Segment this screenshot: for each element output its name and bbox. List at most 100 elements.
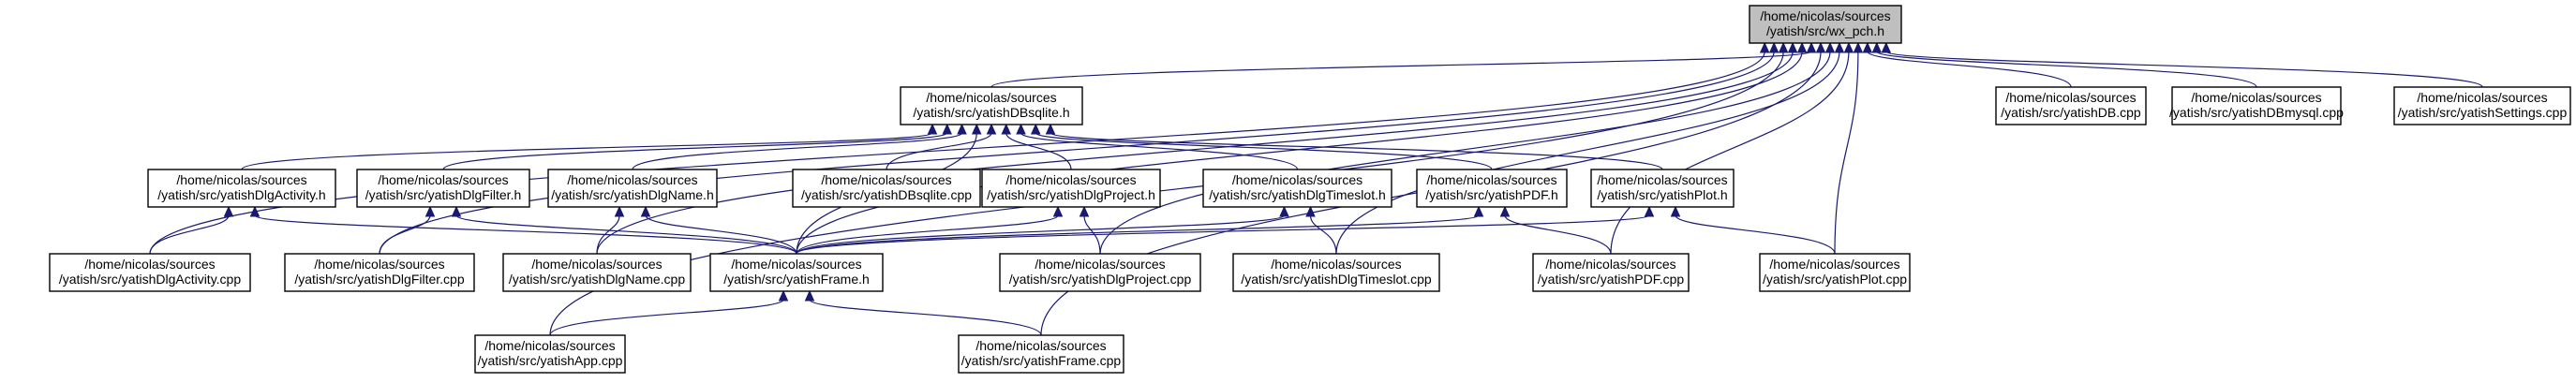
- arrow-head: [1853, 41, 1864, 53]
- file-box: [792, 169, 981, 208]
- file-box: [356, 169, 530, 208]
- file-path-name: /yatish/src/yatishFrame.cpp: [961, 353, 1122, 368]
- arrow-head: [1787, 41, 1798, 53]
- arrow-head: [1079, 205, 1090, 217]
- arrow-head: [640, 205, 651, 217]
- arrow-head: [1768, 41, 1779, 53]
- dependency-edges: [149, 41, 2483, 336]
- arrow-head: [614, 205, 625, 217]
- file-node[interactable]: /home/nicolas/sources/yatish/src/yatishP…: [1759, 253, 1911, 292]
- arrow-head: [249, 205, 261, 217]
- file-box: [1202, 169, 1392, 208]
- file-node[interactable]: /home/nicolas/sources/yatish/src/yatishP…: [1416, 169, 1568, 208]
- arrow-head: [1670, 205, 1681, 217]
- file-node[interactable]: /home/nicolas/sources/yatish/src/yatishD…: [900, 86, 1083, 125]
- file-path-name: /yatish/src/yatishDlgName.h: [551, 187, 714, 202]
- file-path-dir: /home/nicolas/sources: [1426, 172, 1556, 187]
- file-node[interactable]: /home/nicolas/sources/yatish/src/yatishD…: [284, 253, 475, 292]
- arrow-head: [1871, 41, 1883, 53]
- file-box: [49, 253, 251, 292]
- file-node[interactable]: /home/nicolas/sources/yatish/src/yatishD…: [1995, 86, 2147, 125]
- arrow-head: [1045, 123, 1056, 135]
- file-box: [958, 334, 1124, 374]
- file-node[interactable]: /home/nicolas/sources/yatish/src/yatishD…: [1202, 169, 1392, 208]
- file-path-name: /yatish/src/yatishDBsqlite.h: [913, 105, 1069, 120]
- file-node[interactable]: /home/nicolas/sources/yatish/src/yatishP…: [1590, 169, 1735, 208]
- file-path-dir: /home/nicolas/sources: [378, 172, 508, 187]
- include-edge: [632, 132, 963, 170]
- arrow-head: [986, 123, 997, 135]
- arrow-head: [1815, 41, 1826, 53]
- arrow-head: [1824, 41, 1836, 53]
- file-box: [284, 253, 475, 292]
- include-edge: [1834, 51, 1859, 255]
- file-path-dir: /home/nicolas/sources: [1769, 257, 1899, 272]
- arrow-head: [1881, 41, 1892, 53]
- include-edge: [886, 132, 992, 170]
- file-node[interactable]: /home/nicolas/sources/yatish/src/yatishS…: [2393, 86, 2571, 125]
- file-path-dir: /home/nicolas/sources: [567, 172, 697, 187]
- file-path-dir: /home/nicolas/sources: [1271, 257, 1401, 272]
- root-file-box: [1749, 5, 1902, 44]
- file-path-dir: /home/nicolas/sources: [821, 172, 951, 187]
- file-path-dir: /home/nicolas/sources: [2191, 90, 2321, 105]
- file-path-name: /yatish/src/yatishDlgTimeslot.h: [1209, 187, 1386, 202]
- file-box: [981, 169, 1161, 208]
- file-path-dir: /home/nicolas/sources: [84, 257, 215, 272]
- arrow-head: [1052, 205, 1064, 217]
- file-node[interactable]: /home/nicolas/sources/yatish/src/yatishD…: [356, 169, 530, 208]
- file-path-dir: /home/nicolas/sources: [1545, 257, 1675, 272]
- file-path-name: /yatish/src/yatishDlgActivity.h: [157, 187, 325, 202]
- arrow-head: [451, 205, 462, 217]
- include-edge: [1083, 214, 1101, 255]
- file-node[interactable]: /home/nicolas/sources/yatish/src/yatishD…: [547, 169, 718, 208]
- arrow-head: [1796, 41, 1808, 53]
- file-path-dir: /home/nicolas/sources: [731, 257, 861, 272]
- arrow-head: [1473, 205, 1484, 217]
- file-box: [547, 169, 718, 208]
- file-box: [1995, 86, 2147, 125]
- file-node[interactable]: /home/nicolas/sources/yatish/src/yatishP…: [1532, 253, 1690, 292]
- file-path-dir: /home/nicolas/sources: [1035, 257, 1165, 272]
- file-node[interactable]: /home/nicolas/sources/yatish/src/yatishD…: [981, 169, 1161, 208]
- file-path-name: /yatish/src/yatishDlgName.cpp: [509, 272, 686, 287]
- arrow-head: [1778, 41, 1789, 53]
- include-edge: [1504, 214, 1612, 255]
- file-box: [2171, 86, 2342, 125]
- include-edge: [796, 214, 1480, 255]
- file-node[interactable]: /home/nicolas/sources/yatish/src/yatishD…: [792, 169, 981, 208]
- file-path-name: /yatish/src/yatishPlot.cpp: [1763, 272, 1907, 287]
- include-edge: [254, 214, 797, 255]
- file-node[interactable]: /home/nicolas/sources/yatish/src/yatishD…: [1232, 253, 1440, 292]
- file-box: [2393, 86, 2571, 125]
- include-edge: [596, 214, 620, 255]
- file-path-name: /yatish/src/yatishDlgFilter.h: [365, 187, 522, 202]
- file-path-dir: /home/nicolas/sources: [176, 172, 306, 187]
- file-node[interactable]: /home/nicolas/sources/yatish/src/wx_pch.…: [1749, 5, 1902, 44]
- file-path-name: /yatish/src/yatishPDF.h: [1425, 187, 1558, 202]
- file-node[interactable]: /home/nicolas/sources/yatish/src/yatishD…: [49, 253, 251, 292]
- arrow-head: [927, 123, 938, 135]
- file-node[interactable]: /home/nicolas/sources/yatish/src/yatishD…: [2169, 86, 2344, 125]
- file-node[interactable]: /home/nicolas/sources/yatish/src/yatishD…: [999, 253, 1201, 292]
- include-edge: [796, 214, 1059, 255]
- file-node[interactable]: /home/nicolas/sources/yatish/src/yatishF…: [709, 253, 884, 292]
- file-path-name: /yatish/src/yatishFrame.h: [723, 272, 870, 287]
- file-node[interactable]: /home/nicolas/sources/yatish/src/yatishD…: [502, 253, 692, 292]
- include-edge: [1610, 51, 1850, 255]
- file-path-name: /yatish/src/yatishDlgTimeslot.cpp: [1241, 272, 1432, 287]
- include-edge: [442, 132, 948, 170]
- file-box: [1416, 169, 1568, 208]
- file-node[interactable]: /home/nicolas/sources/yatish/src/yatishA…: [474, 334, 626, 374]
- arrow-head: [1862, 41, 1873, 53]
- file-path-dir: /home/nicolas/sources: [2417, 90, 2547, 105]
- include-edge: [1309, 214, 1337, 255]
- file-box: [502, 253, 692, 292]
- file-path-dir: /home/nicolas/sources: [926, 90, 1056, 105]
- file-path-name: /yatish/src/yatishDlgFilter.cpp: [294, 272, 464, 287]
- include-edge: [1035, 132, 1493, 170]
- arrow-head: [1759, 41, 1770, 53]
- file-path-dir: /home/nicolas/sources: [1597, 172, 1727, 187]
- file-node[interactable]: /home/nicolas/sources/yatish/src/yatishF…: [958, 334, 1124, 374]
- file-node[interactable]: /home/nicolas/sources/yatish/src/yatishD…: [147, 169, 336, 208]
